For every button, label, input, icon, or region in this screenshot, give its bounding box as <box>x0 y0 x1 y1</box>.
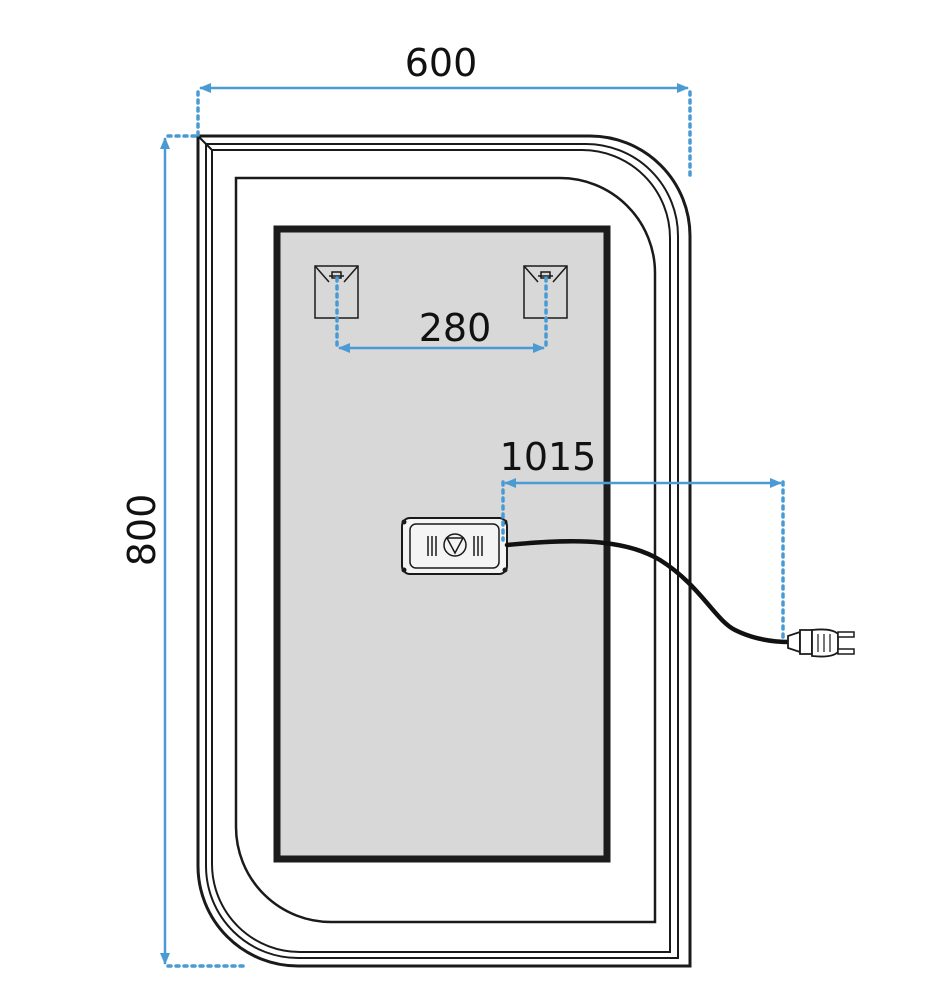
width-label: 600 <box>405 41 478 85</box>
power-cable <box>504 538 793 645</box>
led-strip-outline <box>234 176 657 924</box>
cable-length-label: 1015 <box>500 435 597 479</box>
hanger-spacing-dimension: 280 <box>335 276 548 353</box>
mirror-frame <box>196 134 692 968</box>
wall-hanger-icon <box>314 265 359 319</box>
height-dimension: 800 <box>120 134 250 968</box>
led-driver-box-icon <box>401 517 508 575</box>
power-plug-icon <box>787 628 855 658</box>
height-label: 800 <box>120 494 164 567</box>
hanger-spacing-label: 280 <box>419 306 492 350</box>
frame-inner-edge-1 <box>205 143 679 960</box>
cable-length-dimension: 1015 <box>500 435 785 642</box>
width-dimension: 600 <box>196 41 692 182</box>
frame-outer-edge <box>196 134 692 968</box>
frame-corner-mitre <box>197 135 213 151</box>
frame-inner-edge-2 <box>211 149 671 954</box>
